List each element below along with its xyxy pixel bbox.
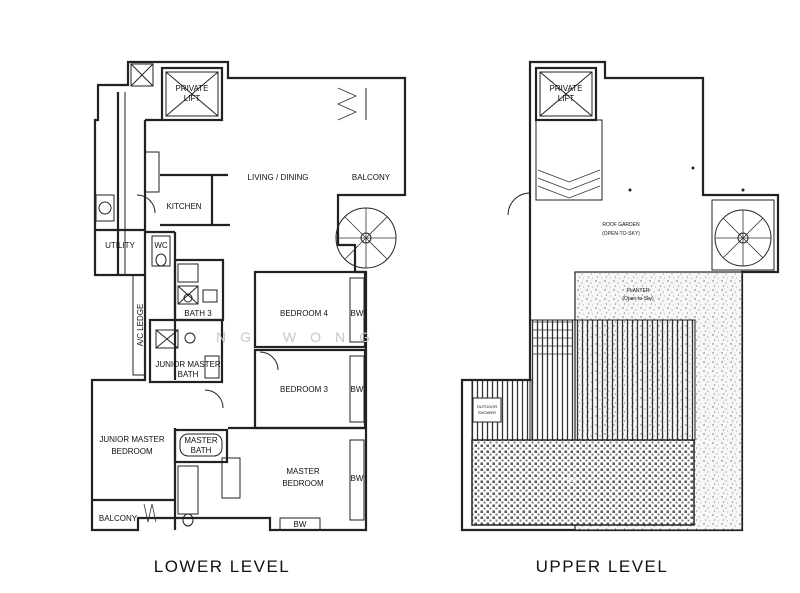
small-balcony-label: BALCONY — [99, 514, 138, 523]
master-bedroom-label-1: MASTER — [286, 467, 320, 476]
upper-level-plan — [460, 60, 780, 532]
outdoor-shower-label-2: SHOWER — [478, 410, 496, 415]
utility-label: UTILITY — [105, 241, 135, 250]
bw-label-bedroom4: BW — [351, 309, 364, 318]
lower-balcony-screen — [337, 87, 357, 121]
planter-label-1: PLANTER — [626, 288, 649, 294]
junior-master-bedroom-label-2: BEDROOM — [111, 447, 153, 456]
junior-master-bath-label-2: BATH — [178, 370, 199, 379]
junior-master-bedroom-label-1: JUNIOR MASTER — [99, 435, 165, 444]
lower-lift-label-1: PRIVATE — [175, 84, 208, 93]
bath3-label: BATH 3 — [184, 309, 212, 318]
pool-label: POOL — [563, 478, 577, 484]
timber-deck — [529, 319, 696, 441]
master-bath-label-2: BATH — [191, 446, 212, 455]
bedroom4-label: BEDROOM 4 — [280, 309, 329, 318]
lower-balcony-label: BALCONY — [352, 173, 391, 182]
upper-level-title: UPPER LEVEL — [536, 557, 669, 576]
lower-small-shaft — [130, 63, 154, 87]
lower-lift-label-2: LIFT — [184, 94, 201, 103]
upper-lift-label-2: LIFT — [558, 94, 575, 103]
upper-lift-label-1: PRIVATE — [549, 84, 582, 93]
watermark: NG WONG — [216, 329, 384, 345]
bedroom3-label: BEDROOM 3 — [280, 385, 329, 394]
master-bedroom-label-2: BEDROOM — [282, 479, 324, 488]
lower-level-plan — [90, 60, 407, 532]
outdoor-shower-box — [472, 397, 502, 423]
upper-outline-wall — [460, 60, 780, 532]
living-dining-label: LIVING / DINING — [248, 173, 309, 182]
outdoor-shower-label-1: OUTDOOR — [477, 404, 498, 409]
roof-garden-label-2: (OPEN-TO-SKY) — [602, 231, 640, 237]
bw-label-master-bottom: BW — [294, 520, 307, 529]
lower-master-bath — [173, 428, 229, 464]
master-bath-label-1: MASTER — [184, 436, 218, 445]
roof-garden-label-1: ROOF GARDEN — [602, 222, 640, 228]
lower-ac-ledge — [132, 274, 146, 376]
kitchen-label: KITCHEN — [166, 202, 201, 211]
lower-spiral-stair — [335, 207, 397, 269]
pool — [471, 439, 695, 526]
wc-label: WC — [154, 241, 168, 250]
lower-junior-master-bath — [148, 318, 224, 384]
lower-level-title: LOWER LEVEL — [154, 557, 291, 576]
lower-bedroom4 — [253, 270, 367, 349]
lower-lift-shaft — [160, 66, 224, 122]
bw-label-master-side: BW — [351, 474, 364, 483]
deck-steps — [532, 321, 572, 355]
planter-label-2: (Open-to-Sky) — [622, 296, 654, 302]
bw-label-bedroom3: BW — [351, 385, 364, 394]
ac-ledge-label: A/C LEDGE — [136, 304, 145, 347]
lower-outline-wall — [90, 60, 407, 532]
upper-stair-enclosure — [535, 119, 603, 201]
upper-spiral-stair — [711, 199, 775, 271]
junior-master-bath-label-1: JUNIOR MASTER — [155, 360, 221, 369]
